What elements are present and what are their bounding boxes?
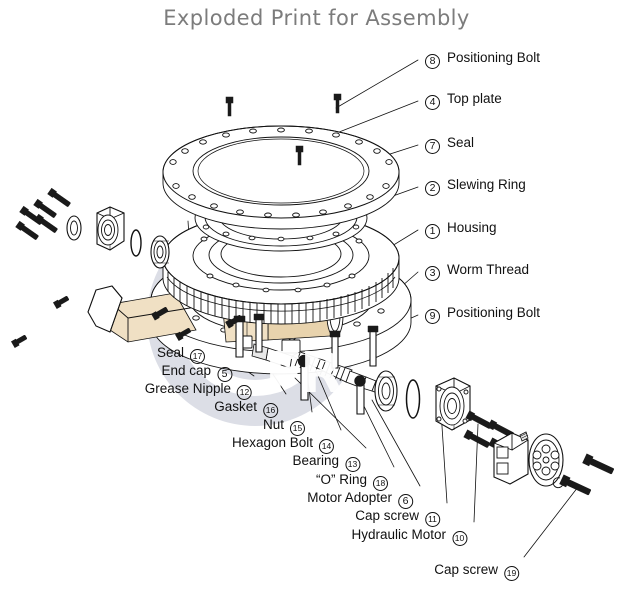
callout-number: 8: [425, 54, 440, 69]
svg-text:F: F: [265, 341, 303, 406]
positioning-bolt-3: [295, 145, 304, 166]
callout-number: 12: [237, 385, 252, 400]
callout-text: Grease Nipple: [144, 381, 231, 396]
callout-text: Positioning Bolt: [447, 305, 541, 320]
cap-screws-19: [559, 453, 614, 496]
callout-text: Motor Adopter: [307, 490, 392, 505]
top-plate-bolt-holes: [169, 127, 393, 218]
callout-text: Worm Thread: [447, 262, 530, 277]
callout-label-seal-7: 7 Seal: [425, 135, 474, 154]
callout-text: Hexagon Bolt: [231, 435, 313, 450]
hexagon-bolt-b: [253, 313, 265, 353]
callout-text: “O” Ring: [315, 472, 367, 487]
callout-label-gasket-16: Gasket 16: [214, 399, 278, 418]
callout-text: Cap screw: [355, 508, 419, 523]
callout-text: Housing: [447, 220, 497, 235]
callout-number: 17: [190, 349, 205, 364]
callout-text: Hydraulic Motor: [351, 527, 446, 542]
callout-number: 1: [425, 224, 440, 239]
callout-number: 9: [425, 309, 440, 324]
callout-label-slewing-ring-2: 2 Slewing Ring: [425, 177, 526, 196]
top-plate-part: [162, 125, 400, 230]
grease-nipples: [10, 296, 243, 348]
callout-label-cap-screw-11: Cap screw 11: [355, 508, 440, 527]
callout-text: Nut: [262, 417, 284, 432]
callout-number: 18: [373, 476, 388, 491]
callout-label-top-plate-4: 4 Top plate: [425, 91, 502, 110]
callout-label-seal-17: Seal 17: [157, 345, 205, 364]
callout-label-motor-adopter-6: Motor Adopter 6: [307, 490, 413, 509]
callout-label-bearing-13: Bearing 13: [292, 453, 360, 472]
hydraulic-motor-part: [493, 431, 564, 489]
callout-text: Top plate: [447, 91, 502, 106]
hexagon-bolt-f: [329, 330, 341, 369]
callout-number: 16: [263, 403, 278, 418]
callout-label-positioning-bolt-9: 9 Positioning Bolt: [425, 305, 540, 324]
callout-number: 13: [345, 457, 360, 472]
hexagon-bolt-e: [367, 325, 379, 367]
callout-text: Slewing Ring: [447, 177, 526, 192]
callout-number: 5: [217, 367, 232, 382]
watermark-letters: F R: [265, 341, 343, 406]
callout-text: Gasket: [214, 399, 257, 414]
end-cap-part: [96, 206, 125, 251]
callout-text: End cap: [161, 363, 211, 378]
motor-adopter-part: [435, 377, 471, 431]
left-end-cap-assembly: [15, 187, 170, 269]
callout-number: 2: [425, 181, 440, 196]
callout-label-positioning-bolt-8: 8 Positioning Bolt: [425, 50, 540, 69]
callout-number: 3: [425, 266, 440, 281]
callout-number: 11: [425, 512, 440, 527]
seal-roller-pockets: [202, 224, 360, 242]
callout-text: Positioning Bolt: [447, 50, 541, 65]
callout-text: Cap screw: [434, 562, 498, 577]
bearing-right-part: [374, 370, 398, 412]
svg-text:R: R: [300, 341, 343, 406]
callout-number: 15: [290, 421, 305, 436]
callout-number: 14: [319, 439, 334, 454]
callout-text: Seal: [156, 345, 184, 360]
callout-label-hydraulic-motor-10: Hydraulic Motor 10: [351, 527, 467, 546]
hexagon-bolt-d: [354, 375, 366, 415]
callout-label-end-cap-5: End cap 5: [161, 363, 232, 382]
bearing-left: [150, 235, 170, 269]
callout-number: 6: [398, 494, 413, 509]
callout-label-cap-screw-19: Cap screw 19: [434, 562, 519, 581]
callout-number: 19: [504, 566, 519, 581]
callout-label-housing-1: 1 Housing: [425, 220, 497, 239]
callout-number: 4: [425, 95, 440, 110]
page-title: Exploded Print for Assembly: [163, 6, 470, 30]
callout-label-worm-thread-3: 3 Worm Thread: [425, 262, 529, 281]
seal-17-part: [66, 215, 82, 241]
positioning-bolt-2: [333, 93, 342, 114]
callout-label-grease-nipple-12: Grease Nipple 12: [145, 381, 252, 400]
callout-label-hexagon-bolt-14: Hexagon Bolt 14: [232, 435, 334, 454]
cap-screws-left: [15, 187, 71, 240]
o-ring-18-part: [405, 379, 421, 419]
callout-label-nut-15: Nut 15: [263, 417, 305, 436]
callout-text: Bearing: [292, 453, 339, 468]
callout-number: 10: [452, 531, 467, 546]
callout-label-o-ring-18: “O” Ring 18: [316, 472, 388, 491]
callout-text: Seal: [447, 135, 475, 150]
o-ring-left: [130, 229, 142, 257]
positioning-bolt-1: [225, 96, 234, 117]
hexagon-bolt-c: [297, 354, 311, 401]
positioning-bolts-top: [225, 93, 342, 166]
callout-number: 7: [425, 139, 440, 154]
